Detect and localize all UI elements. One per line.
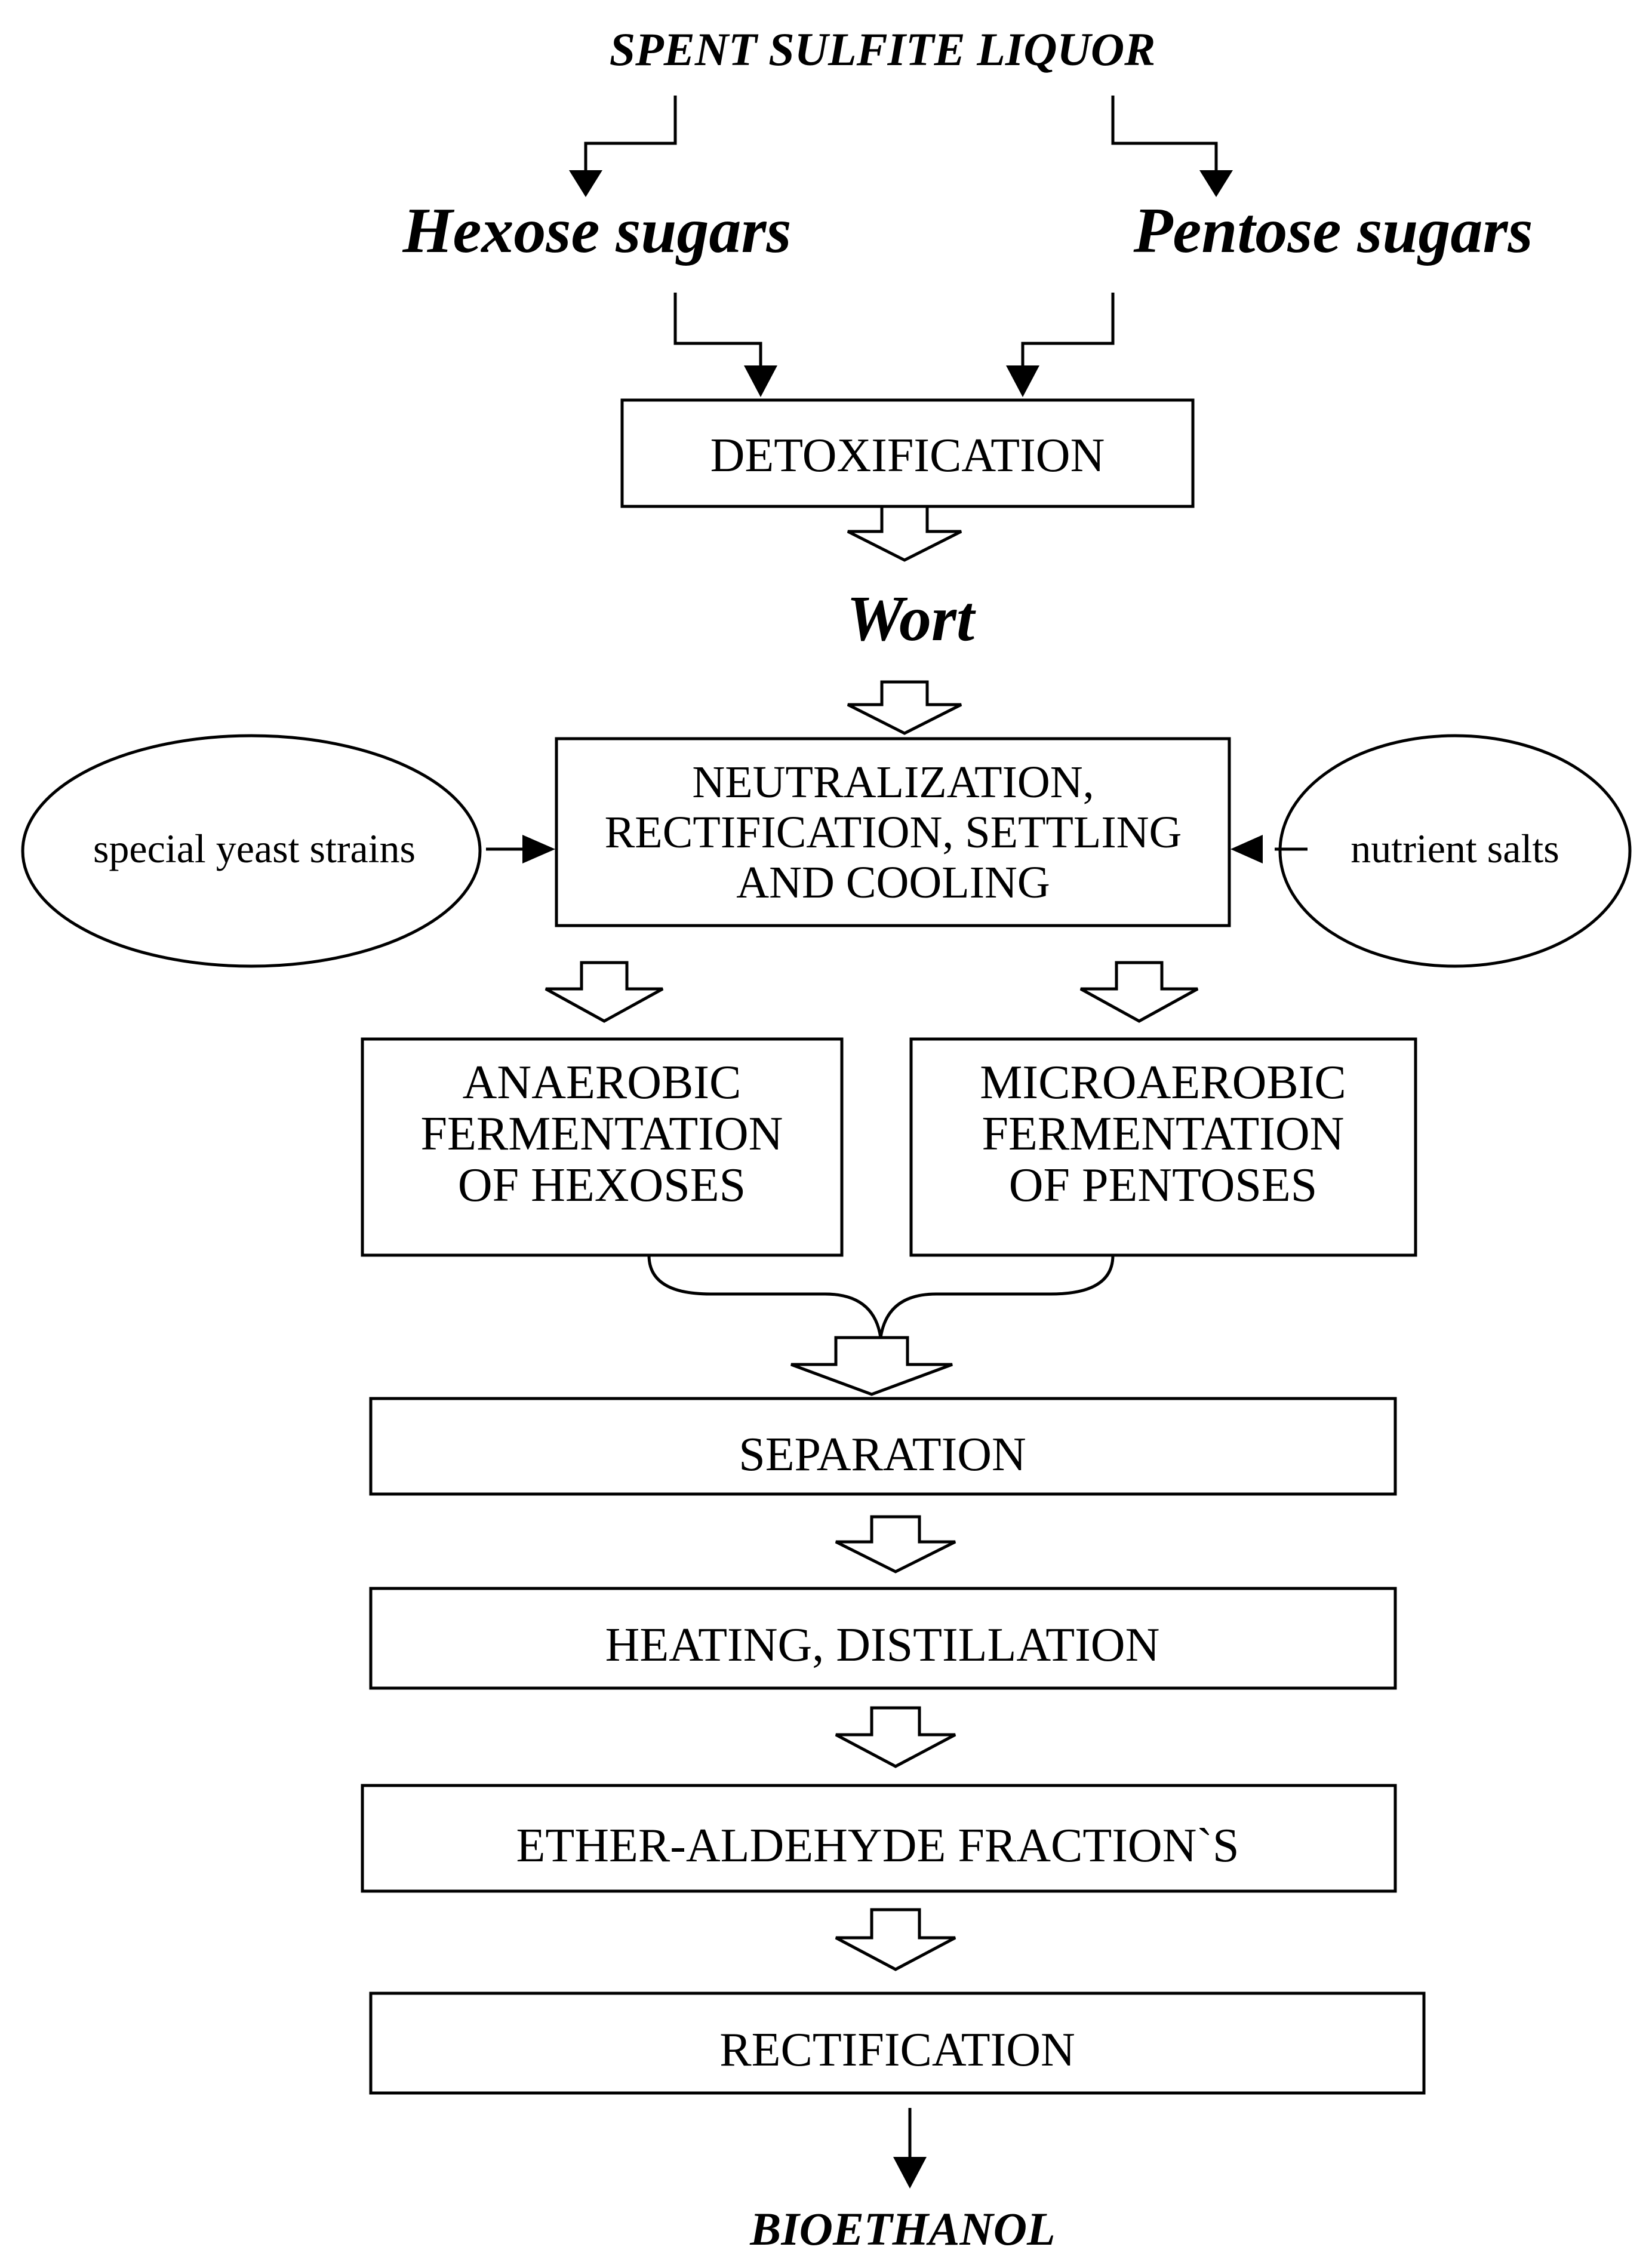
- block-arrow-to-separation: [790, 1336, 953, 1396]
- ether-aldehyde-label: ETHER-ALDEHYDE FRACTION`S: [516, 1820, 1239, 1872]
- block-arrow-to-rectification: [835, 1908, 956, 1971]
- heating-distillation-label: HEATING, DISTILLATION: [605, 1619, 1160, 1671]
- microaerobic-line-2: FERMENTATION: [982, 1108, 1345, 1160]
- yeast-strains-oval: [21, 734, 482, 968]
- heating-distillation-box: [369, 1587, 1397, 1690]
- block-arrow-to-microaerobic: [1079, 961, 1199, 1023]
- neutralization-line-3: AND COOLING: [736, 858, 1050, 908]
- anaerobic-label: ANAEROBIC FERMENTATION OF HEXOSES: [421, 1057, 783, 1211]
- connector-source-to-pentose: [1111, 96, 1218, 173]
- connector-hexose-to-detox: [673, 293, 762, 367]
- neutralization-line-2: RECTIFICATION, SETTLING: [604, 807, 1182, 858]
- block-arrow-wort-to-neutralization: [847, 680, 962, 735]
- detoxification-label: DETOXIFICATION: [710, 429, 1105, 482]
- microaerobic-line-3: OF PENTOSES: [1008, 1159, 1318, 1212]
- neutralization-label: NEUTRALIZATION, RECTIFICATION, SETTLING …: [605, 757, 1182, 908]
- rectification-box: [369, 1991, 1426, 2095]
- anaerobic-line-1: ANAEROBIC: [462, 1056, 742, 1109]
- anaerobic-line-2: FERMENTATION: [420, 1108, 783, 1160]
- block-arrow-to-ether: [835, 1706, 956, 1768]
- arrowhead-yeast-input: [522, 835, 555, 863]
- arrowhead-to-pentose: [1199, 170, 1233, 197]
- connector-pentose-to-detox: [1021, 293, 1115, 367]
- block-arrow-detox-to-wort: [847, 505, 962, 562]
- microaerobic-label: MICROAEROBIC FERMENTATION OF PENTOSES: [980, 1057, 1346, 1211]
- neutralization-box: [555, 737, 1231, 927]
- rectification-label: RECTIFICATION: [719, 2024, 1075, 2076]
- block-arrow-to-heating: [835, 1515, 956, 1573]
- source-label: SPENT SULFITE LIQUOR: [609, 23, 1156, 75]
- arrowhead-to-hexose: [569, 170, 602, 197]
- neutralization-line-1: NEUTRALIZATION,: [692, 757, 1094, 807]
- arrowhead-pentose-to-detox: [1006, 365, 1039, 397]
- separation-label: SEPARATION: [739, 1428, 1026, 1481]
- arrowhead-hexose-to-detox: [744, 365, 777, 397]
- nutrient-salts-oval: [1278, 734, 1632, 968]
- microaerobic-fermentation-box: [909, 1037, 1417, 1257]
- fermentation-merge-brace: [647, 1255, 1115, 1338]
- anaerobic-line-3: OF HEXOSES: [457, 1159, 746, 1212]
- ether-aldehyde-box: [361, 1784, 1397, 1893]
- arrowhead-to-bioethanol: [893, 2157, 927, 2189]
- hexose-sugars-label: Hexose sugars: [402, 195, 792, 266]
- separation-box: [369, 1397, 1397, 1496]
- bioethanol-label: BIOETHANOL: [750, 2203, 1056, 2255]
- anaerobic-fermentation-box: [361, 1037, 844, 1257]
- yeast-strains-label: special yeast strains: [93, 826, 416, 871]
- pentose-sugars-label: Pentose sugars: [1133, 195, 1533, 266]
- wort-label: Wort: [846, 583, 975, 654]
- microaerobic-line-1: MICROAEROBIC: [980, 1056, 1346, 1109]
- nutrient-salts-label: nutrient salts: [1350, 826, 1559, 871]
- arrowhead-nutrients-input: [1230, 835, 1263, 863]
- block-arrow-to-anaerobic: [544, 961, 664, 1023]
- connector-source-to-hexose: [584, 96, 677, 173]
